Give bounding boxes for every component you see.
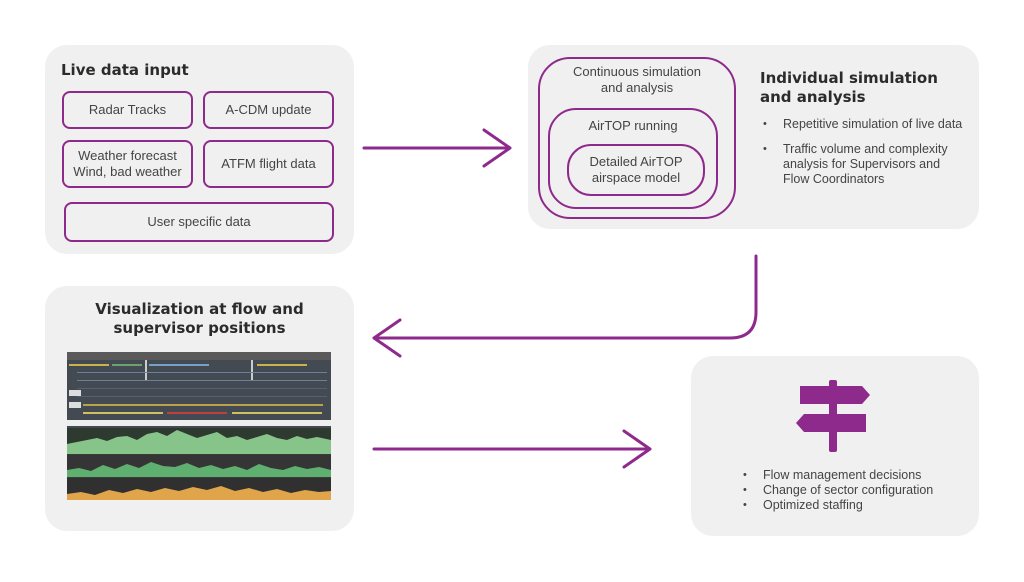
simulation-title: Individual simulation and analysis [760, 69, 938, 106]
live-data-input-title: Live data input [61, 61, 189, 79]
user-specific-data-box: User specific data [64, 202, 334, 242]
continuous-simulation-label: Continuous simulation and analysis [573, 64, 701, 95]
visualization-screenshot [67, 352, 331, 500]
continuous-simulation-ring [538, 57, 736, 219]
airtop-running-ring [548, 108, 718, 209]
radar-tracks-box: Radar Tracks [62, 91, 193, 129]
arrow-visualization-to-decisions [372, 429, 652, 469]
visualization-title: Visualization at flow and supervisor pos… [95, 300, 304, 337]
acdm-update-box: A-CDM update [203, 91, 334, 129]
decision-bullet: Change of sector configuration [741, 483, 971, 498]
arrow-input-to-simulation [362, 128, 512, 168]
decisions-bullets: Flow management decisions Change of sect… [741, 468, 971, 513]
decisions-panel: Flow management decisions Change of sect… [691, 356, 979, 536]
visualization-panel: Visualization at flow and supervisor pos… [45, 286, 354, 531]
simulation-bullet: Repetitive simulation of live data [761, 117, 966, 132]
weather-forecast-box: Weather forecast Wind, bad weather [62, 140, 193, 188]
simulation-bullets: Repetitive simulation of live data Traff… [761, 117, 966, 187]
signpost-icon [796, 380, 870, 452]
atfm-flight-data-box: ATFM flight data [203, 140, 334, 188]
decision-bullet: Optimized staffing [741, 498, 971, 513]
decision-bullet: Flow management decisions [741, 468, 971, 483]
simulation-bullet: Traffic volume and complexity analysis f… [761, 142, 966, 187]
simulation-panel: Continuous simulation and analysis AirTO… [528, 45, 979, 229]
airspace-model-ring [567, 144, 705, 196]
airtop-running-label: AirTOP running [588, 118, 678, 133]
live-data-input-panel: Live data input Radar Tracks A-CDM updat… [45, 45, 354, 254]
airspace-model-label: Detailed AirTOP airspace model [589, 154, 683, 185]
arrow-simulation-to-visualization [372, 254, 758, 358]
